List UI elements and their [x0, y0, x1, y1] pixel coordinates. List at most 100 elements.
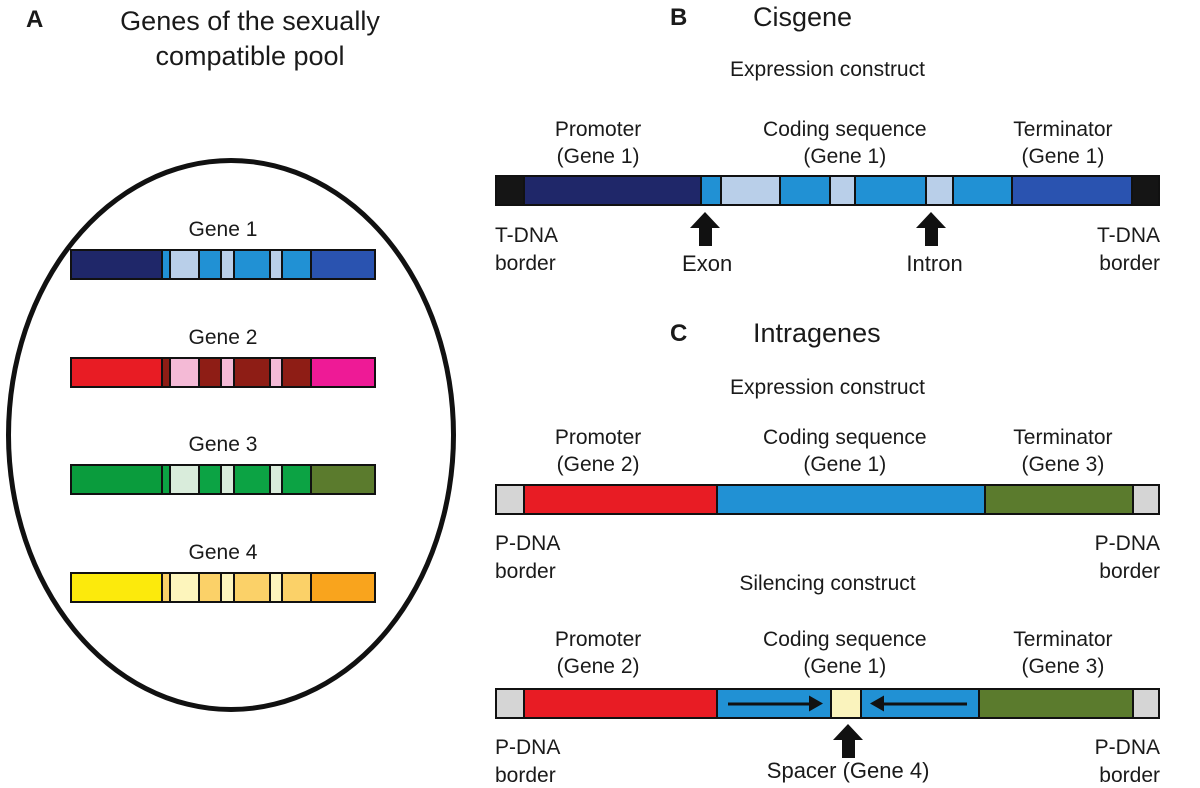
pdna-right-line2: border — [1099, 764, 1160, 787]
pdna-right-line2: border — [1099, 560, 1160, 583]
promoter-label: Promoter (Gene 1) — [555, 116, 641, 170]
segment-coding-sequence — [715, 486, 985, 513]
panel-b-subtitle: Expression construct — [730, 58, 925, 81]
gene-3-group: Gene 3 — [70, 433, 376, 495]
spacer-arrow-stem — [841, 740, 855, 758]
intragene-silencing-bar — [495, 688, 1160, 719]
segment-exon — [232, 251, 270, 278]
intragene-silencing-zone: Promoter (Gene 2) Coding sequence (Gene … — [495, 622, 1160, 788]
segment-promoter — [522, 177, 700, 204]
promoter-label-name: Promoter — [554, 628, 642, 651]
segment-intron — [220, 466, 233, 493]
segment-exon — [281, 466, 311, 493]
gene-1-label: Gene 1 — [188, 218, 258, 241]
segment-t-dna-border — [1131, 177, 1158, 204]
gene-pool-ellipse — [6, 158, 456, 712]
segment-p-dna-border — [1132, 690, 1158, 717]
segment-exon — [853, 177, 926, 204]
pdna-border-label-left: P-DNA border — [495, 734, 560, 788]
segment-intron — [220, 359, 233, 386]
segment-exon — [161, 574, 169, 601]
terminator-label-gene: (Gene 1) — [1021, 145, 1105, 168]
segment-promoter — [522, 486, 716, 513]
segment-spacer — [830, 690, 860, 717]
segment-terminator — [310, 574, 374, 601]
pdna-right-line1: P-DNA — [1094, 736, 1160, 759]
terminator-label-name: Terminator — [1013, 118, 1113, 141]
spacer-arrow-head — [833, 724, 864, 740]
segment-exon — [281, 574, 311, 601]
exon-arrow-stem — [698, 228, 712, 246]
intron-arrow-icon — [916, 212, 947, 246]
gene-4-group: Gene 4 — [70, 541, 376, 603]
gene-3-bar — [70, 464, 376, 495]
right-arrow-icon — [727, 702, 812, 705]
promoter-label-gene: (Gene 2) — [556, 655, 640, 678]
segment-promoter — [72, 251, 162, 278]
exon-arrow-icon — [690, 212, 721, 246]
segment-exon — [197, 359, 221, 386]
coding-sequence-label-gene: (Gene 1) — [803, 655, 887, 678]
spacer-arrow-icon — [833, 724, 864, 758]
promoter-label-name: Promoter — [554, 426, 642, 449]
intron-arrow-stem — [924, 228, 938, 246]
segment-intron — [168, 466, 198, 493]
segment-exon — [232, 466, 270, 493]
pdna-left-line2: border — [495, 560, 556, 583]
coding-sequence-label-name: Coding sequence — [763, 628, 927, 651]
promoter-label-gene: (Gene 1) — [556, 145, 640, 168]
segment-intron — [168, 574, 198, 601]
coding-sequence-label: Coding sequence (Gene 1) — [763, 116, 926, 170]
spacer-annotation: Spacer (Gene 4) — [766, 758, 930, 783]
segment-p-dna-border — [497, 486, 523, 513]
gene-2-bar — [70, 357, 376, 388]
segment-exon — [161, 251, 169, 278]
intragene-expression-bar — [495, 484, 1160, 515]
segment-sense-arm — [715, 690, 831, 717]
segment-intron — [269, 359, 282, 386]
segment-exon — [951, 177, 1012, 204]
pdna-border-label-right: P-DNA border — [1095, 530, 1160, 586]
panel-a-title-line2: compatible pool — [155, 41, 345, 71]
coding-sequence-label-name: Coding sequence — [763, 118, 927, 141]
promoter-label: Promoter (Gene 2) — [555, 424, 641, 478]
segment-exon — [232, 359, 270, 386]
segment-terminator — [310, 251, 374, 278]
segment-intron — [719, 177, 780, 204]
coding-sequence-label: Coding sequence (Gene 1) — [763, 626, 926, 680]
segment-terminator — [1011, 177, 1132, 204]
segment-terminator — [310, 466, 374, 493]
segment-exon — [281, 251, 311, 278]
segment-terminator — [977, 690, 1133, 717]
terminator-label: Terminator (Gene 1) — [1013, 116, 1112, 170]
intragene-expression-zone: Promoter (Gene 2) Coding sequence (Gene … — [495, 420, 1160, 585]
terminator-label-gene: (Gene 3) — [1021, 453, 1105, 476]
tdna-right-line1: T-DNA — [1097, 224, 1160, 247]
segment-intron — [269, 251, 282, 278]
segment-intron — [168, 359, 198, 386]
gene-2-group: Gene 2 — [70, 326, 376, 388]
segment-antisense-arm — [859, 690, 978, 717]
pdna-left-line2: border — [495, 764, 556, 787]
cisgene-expression-bar — [495, 175, 1160, 206]
segment-intron — [168, 251, 198, 278]
segment-promoter — [72, 359, 162, 386]
gene-1-bar — [70, 249, 376, 280]
panel-c-silencing-subtitle: Silencing construct — [739, 572, 916, 595]
terminator-label-name: Terminator — [1013, 628, 1113, 651]
panel-c-letter: C — [670, 320, 688, 347]
tdna-left-line1: T-DNA — [495, 224, 558, 247]
segment-t-dna-border — [497, 177, 523, 204]
panel-a-title-line1: Genes of the sexually — [120, 6, 380, 36]
segment-intron — [220, 251, 233, 278]
segment-exon — [197, 574, 221, 601]
gene-3-label: Gene 3 — [188, 433, 258, 456]
segment-terminator — [310, 359, 374, 386]
pdna-left-line1: P-DNA — [495, 736, 561, 759]
segment-p-dna-border — [1132, 486, 1158, 513]
coding-sequence-label-gene: (Gene 1) — [803, 145, 887, 168]
terminator-label: Terminator (Gene 3) — [1013, 626, 1112, 680]
panel-a-title: Genes of the sexually compatible pool — [60, 4, 440, 74]
segment-exon — [161, 466, 169, 493]
exon-arrow-head — [690, 212, 721, 228]
